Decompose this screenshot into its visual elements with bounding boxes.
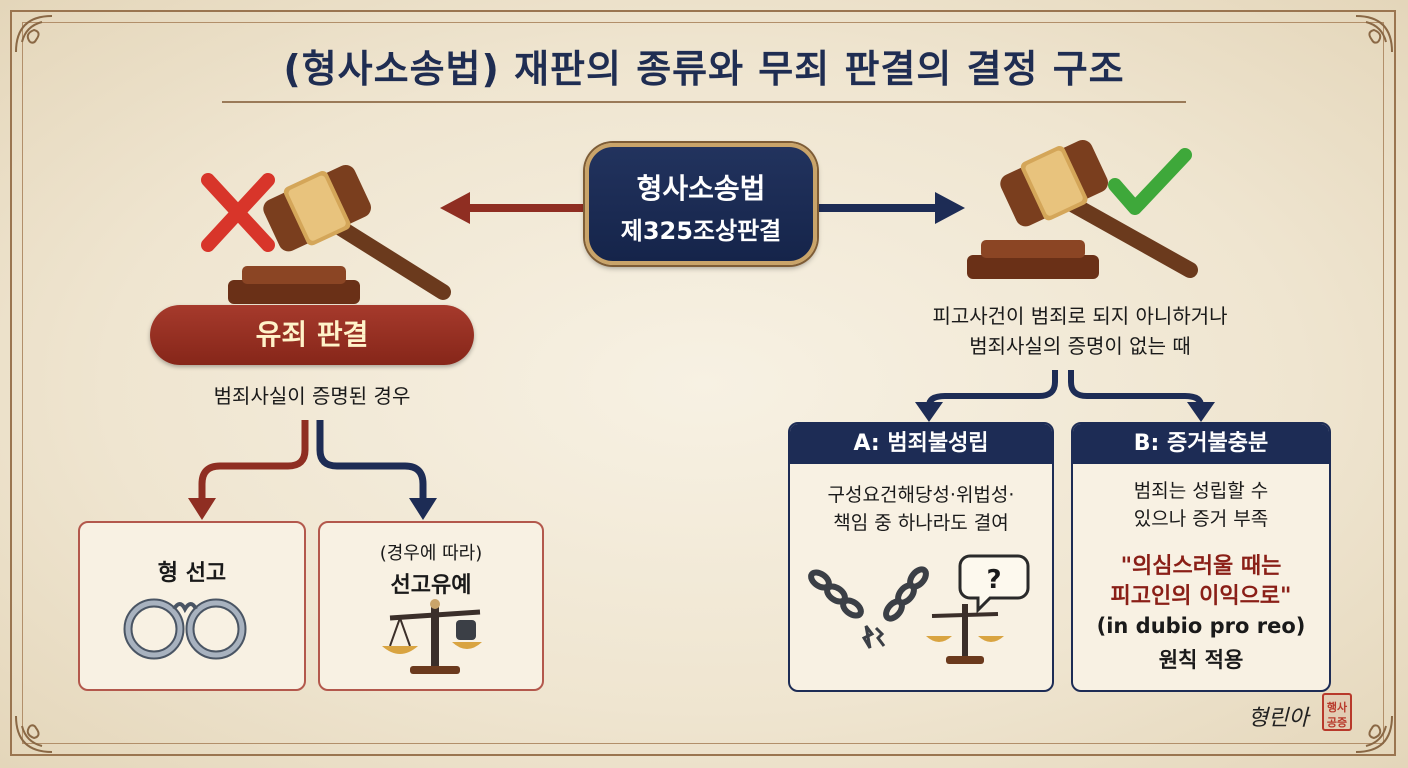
principle-applied: 원칙 적용 (1158, 648, 1244, 672)
broken-chain-icon (808, 566, 929, 649)
outer-border (10, 10, 1396, 756)
check-icon (1108, 148, 1192, 215)
maxim-line1: "의심스러울 때는 (1120, 554, 1282, 579)
no-crime-line1: 구성요건해당성·위법성· (827, 484, 1015, 506)
guilty-split-arrows (188, 420, 437, 520)
suspension-label: 선고유예 (390, 573, 472, 598)
statute-badge: 형사소송법 제325조상판결 (585, 143, 817, 265)
corner-ornament-icon (1355, 15, 1393, 53)
page-title: (형사소송법) 재판의 종류와 무죄 판결의 결정 구조 (283, 47, 1125, 91)
seal-stamp-icon: 행사 공증 (1322, 693, 1352, 731)
insufficient-evidence-header: B: 증거불충분 (1073, 424, 1329, 464)
insufficient-evidence-line2: 있으나 증거 부족 (1133, 508, 1269, 530)
guilty-gavel-icon (201, 164, 451, 304)
title-divider (222, 101, 1186, 103)
no-crime-header: A: 범죄불성립 (790, 424, 1052, 464)
svg-text:?: ? (986, 565, 1001, 595)
maxim-line2: 피고인의 이익으로" (1110, 584, 1292, 609)
statute-badge-line1: 형사소송법 (636, 172, 766, 205)
seal-top-text: 행사 (1326, 701, 1348, 714)
acquittal-gavel-icon (967, 139, 1198, 279)
statute-badge-line2: 제325조상판결 (620, 217, 782, 245)
insufficient-evidence-line1: 범죄는 성립할 수 (1133, 480, 1269, 502)
question-scales-icon: ? (926, 554, 1030, 664)
artist-signature: 형린아 (1248, 706, 1309, 731)
suspension-note: (경우에 따라) (379, 543, 483, 564)
sentence-label: 형 선고 (157, 561, 227, 586)
corner-ornament-icon (1355, 715, 1393, 753)
right-arrow-icon (817, 192, 965, 224)
cross-icon (201, 173, 275, 252)
seal-bottom-text: 공증 (1326, 716, 1348, 729)
latin-maxim: (in dubio pro reo) (1096, 614, 1306, 638)
guilty-condition: 범죄사실이 증명된 경우 (213, 384, 411, 408)
acquittal-condition-line2: 범죄사실의 증명이 없는 때 (969, 334, 1191, 358)
inner-border (22, 22, 1384, 744)
corner-ornament-icon (15, 715, 53, 753)
no-crime-line2: 책임 중 하나라도 결여 (833, 512, 1009, 534)
insufficient-evidence-box: B: 증거불충분 범죄는 성립할 수 있으나 증거 부족 "의심스러울 때는 피… (1071, 422, 1331, 692)
corner-ornament-icon (15, 15, 53, 53)
acquittal-condition-line1: 피고사건이 범죄로 되지 아니하거나 (932, 304, 1228, 328)
guilty-verdict-label: 유죄 판결 (150, 305, 474, 365)
handcuffs-icon (123, 598, 247, 660)
scales-icon (382, 599, 482, 674)
left-arrow-icon (440, 192, 588, 224)
acquittal-split-arrows (915, 370, 1215, 422)
